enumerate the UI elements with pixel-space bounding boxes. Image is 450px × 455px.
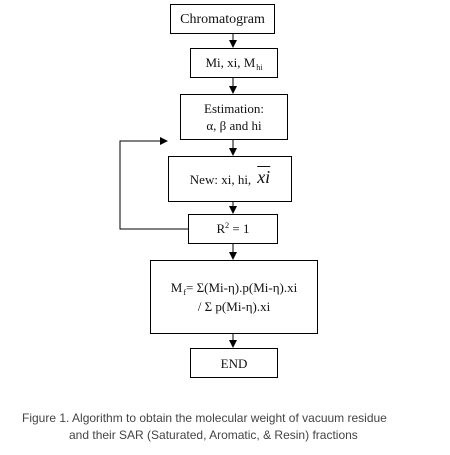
convergence-prefix: R — [216, 220, 226, 236]
end-box: END — [190, 348, 278, 378]
convergence-superscript: 2 — [225, 220, 230, 230]
formula-box: Mf= Σ(Mi-η).p(Mi-η).xi / Σ p(Mi-η).xi — [150, 260, 318, 334]
estimation-box: Estimation: α, β and hi — [180, 94, 288, 140]
formula-line2: / Σ p(Mi-η).xi — [197, 299, 271, 314]
inputs-subscript: hi — [256, 62, 263, 72]
chromatogram-box: Chromatogram — [170, 4, 275, 34]
end-label: END — [220, 355, 248, 371]
formula-subscript: f — [183, 288, 187, 297]
estimation-params: α, β and hi — [206, 118, 262, 133]
chromatogram-label: Chromatogram — [180, 11, 265, 27]
caption-line1: Figure 1. Algorithm to obtain the molecu… — [22, 411, 387, 425]
formula-numerator: = Σ(Mi-η).p(Mi-η).xi — [186, 280, 298, 295]
inputs-box: Mi, xi, Mhi — [190, 48, 278, 78]
inputs-label: Mi, xi, Mhi — [205, 54, 262, 73]
convergence-suffix: = 1 — [229, 220, 250, 236]
new-values-label: New: xi, hi, xi — [189, 167, 271, 188]
convergence-box: R2 = 1 — [188, 214, 278, 244]
figure-caption: Figure 1. Algorithm to obtain the molecu… — [22, 410, 442, 444]
estimation-title: Estimation: — [204, 101, 264, 116]
formula-prefix: M — [170, 280, 183, 295]
xi-bar-symbol: xi — [257, 167, 271, 187]
convergence-label: R2 = 1 — [216, 220, 249, 239]
caption-line2: and their SAR (Saturated, Aromatic, & Re… — [69, 428, 358, 442]
inputs-main-text: Mi, xi, M — [205, 54, 256, 70]
new-values-text: New: xi, hi, — [189, 172, 252, 187]
feedback-loop-arrow — [119, 137, 188, 230]
formula-line1: Mf= Σ(Mi-η).p(Mi-η).xi — [171, 279, 297, 298]
new-values-box: New: xi, hi, xi — [168, 156, 292, 202]
